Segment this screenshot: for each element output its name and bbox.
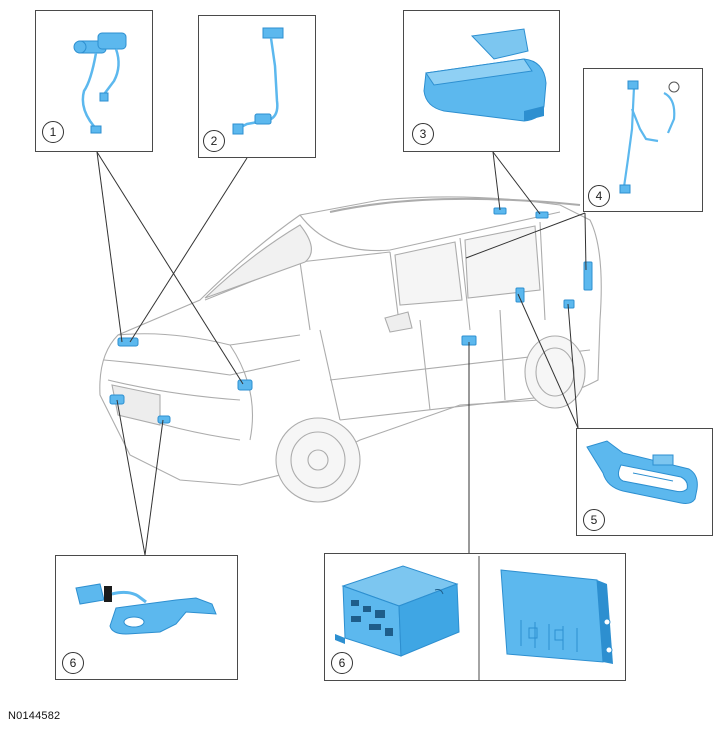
roof-module-icon [423,28,547,122]
callout-6-right: 6 [331,652,353,674]
panel-component-2: 2 [198,15,316,158]
bracket-module-icon [586,440,698,504]
bracket-harness-icon [232,27,284,135]
callout-1: 1 [42,121,64,143]
callout-5: 5 [583,509,605,531]
vehicle-highlighted-parts [109,207,593,424]
leader-lines [96,151,587,556]
figure-id: N0144582 [8,710,61,722]
front-harness-icon [75,583,217,635]
panel-component-6-right: 6 [324,553,626,681]
harness-icon [73,32,127,134]
callout-2: 2 [203,130,225,152]
control-module-icon [335,556,613,680]
panel-component-1: 1 [35,10,153,152]
panel-component-5: 5 [576,428,713,536]
callout-4: 4 [588,185,610,207]
panel-component-4: 4 [583,68,703,212]
callout-6-left: 6 [62,652,84,674]
panel-component-6-left: 6 [55,555,238,680]
callout-3: 3 [412,123,434,145]
rear-harness-icon [619,80,680,194]
panel-component-3: 3 [403,10,560,152]
vehicle-outline [99,196,602,503]
